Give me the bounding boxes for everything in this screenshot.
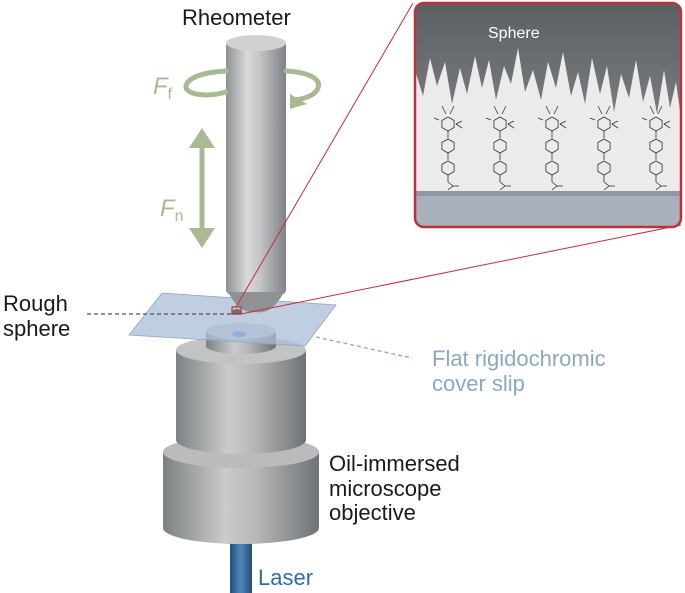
objective-label-line3: objective [329,500,416,526]
zoom-line-bottom [240,224,682,315]
rough-sphere-surface [415,3,681,118]
friction-force-symbol: F [153,73,168,100]
objective-label-line1: Oil-immersed [329,451,460,476]
rough-sphere-label-line2: sphere [3,315,71,341]
laser-beam [230,540,252,593]
rotation-arrow [183,68,322,109]
normal-force-symbol: F [160,195,175,222]
laser-label: Laser [258,565,314,590]
normal-force-arrow [189,128,215,248]
normal-force-label: Fn [160,195,184,226]
inset-sphere-label: Sphere [488,25,540,42]
cover-slip-label-line2: cover slip [432,370,525,396]
molecular-inset [415,3,681,227]
friction-force-label: Ff [153,73,173,104]
rough-sphere-label-line1: Rough [3,291,68,316]
molecule-5 [641,105,671,191]
molecule-row [433,105,671,191]
objective-label: Oil-immersed microscope objective [329,451,460,526]
substrate-layer [415,191,681,227]
rheometer-label: Rheometer [182,5,291,30]
molecule-4 [589,105,619,191]
molecule-2 [485,105,515,191]
normal-force-subscript: n [174,208,184,225]
cover-slip-leader [315,336,413,359]
objective-label-line2: microscope [329,475,442,501]
molecule-3 [537,105,567,191]
inset-frame [413,1,683,229]
molecule-1 [433,105,463,191]
zoom-line-top [235,2,414,308]
rheometer-shaft [226,35,286,315]
friction-force-subscript: f [167,86,173,103]
cover-slip-label: Flat rigidochromic cover slip [432,346,606,396]
cover-slip-label-line1: Flat rigidochromic [432,346,606,371]
rough-sphere-label: Rough sphere [3,291,71,341]
